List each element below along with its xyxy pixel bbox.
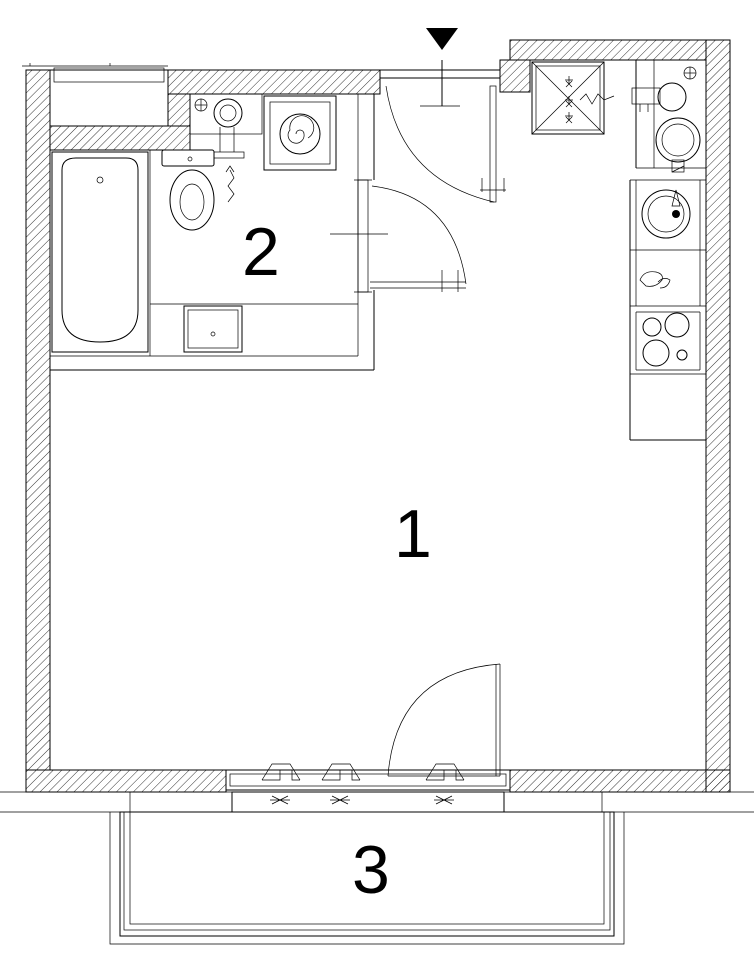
entrance-arrow-icon: [426, 28, 458, 50]
kitchen-stove: [642, 312, 690, 367]
exterior-walls: [25, 39, 731, 793]
kitchen-riser: [631, 60, 706, 173]
bathroom-sink: [183, 305, 243, 353]
bathroom-partitions: [49, 94, 375, 371]
room-number-3: 3: [352, 832, 390, 908]
entrance-opening: [379, 69, 500, 94]
balcony: [109, 792, 625, 945]
entrance-door: [385, 60, 506, 203]
room-number-1: 1: [394, 496, 432, 572]
ventilation-shaft-icon: [531, 61, 615, 135]
room-number-2: 2: [242, 214, 280, 290]
kitchen-appliance: [639, 271, 671, 289]
washing-machine: [263, 95, 337, 171]
bathroom-door: [330, 179, 467, 293]
bathtub: [51, 151, 149, 353]
kitchen-counter: [629, 179, 706, 441]
toilet: [161, 149, 245, 231]
kitchen-sink: [641, 189, 691, 239]
window-top-left: [22, 63, 169, 127]
radiator-icon: [261, 763, 465, 805]
riser-pipes-bathroom: [189, 93, 263, 203]
